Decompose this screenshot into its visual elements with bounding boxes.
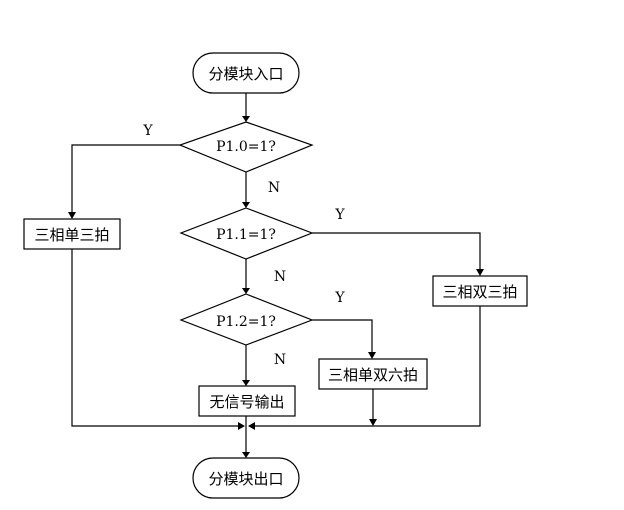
arrowhead [369,419,377,426]
arrowhead [68,212,76,219]
process-single-double-six-beat-label: 三相单双六拍 [328,366,418,384]
decision-p11-label: P1.1=1? [216,227,276,243]
arrowhead [242,202,250,208]
entry-terminal: 分模块入口 [192,52,300,94]
exit-terminal: 分模块出口 [192,457,300,499]
yes-label-1: Y [142,123,153,139]
process-no-signal-output-label: 无信号输出 [209,393,284,411]
edge-single3-merge [71,249,238,427]
exit-label: 分模块出口 [208,470,283,488]
arrowhead [242,452,250,458]
no-label-1: N [268,180,280,196]
decision-p12-label: P1.2=1? [216,314,276,330]
process-single-three-beat-label: 三相单三拍 [34,226,109,244]
no-label-2: N [274,269,286,285]
arrowhead [242,380,250,386]
arrowhead [476,269,484,276]
arrowhead [238,422,245,430]
process-double-three-beat-label: 三相双三拍 [442,283,517,301]
process-single-three-beat: 三相单三拍 [23,218,121,250]
edge-decision2-yes [312,232,481,269]
decision-p12: P1.2=1? [179,293,314,346]
decision-p11: P1.1=1? [179,207,314,260]
no-label-3: N [274,352,286,368]
arrowhead [242,288,250,294]
decision-p10: P1.0=1? [178,121,314,173]
arrowhead [242,116,250,122]
process-double-three-beat: 三相双三拍 [432,275,528,307]
arrowhead [368,352,376,359]
yes-label-2: Y [334,207,345,223]
edge-double3-merge [255,306,481,427]
edge-decision3-yes [312,319,373,352]
arrowhead [248,422,255,430]
edge-decision1-yes [71,144,180,212]
process-no-signal-output: 无信号输出 [198,385,296,417]
process-single-double-six-beat: 三相单双六拍 [318,358,428,390]
yes-label-3: Y [334,290,345,306]
entry-label: 分模块入口 [208,65,283,83]
decision-p10-label: P1.0=1? [216,139,276,155]
